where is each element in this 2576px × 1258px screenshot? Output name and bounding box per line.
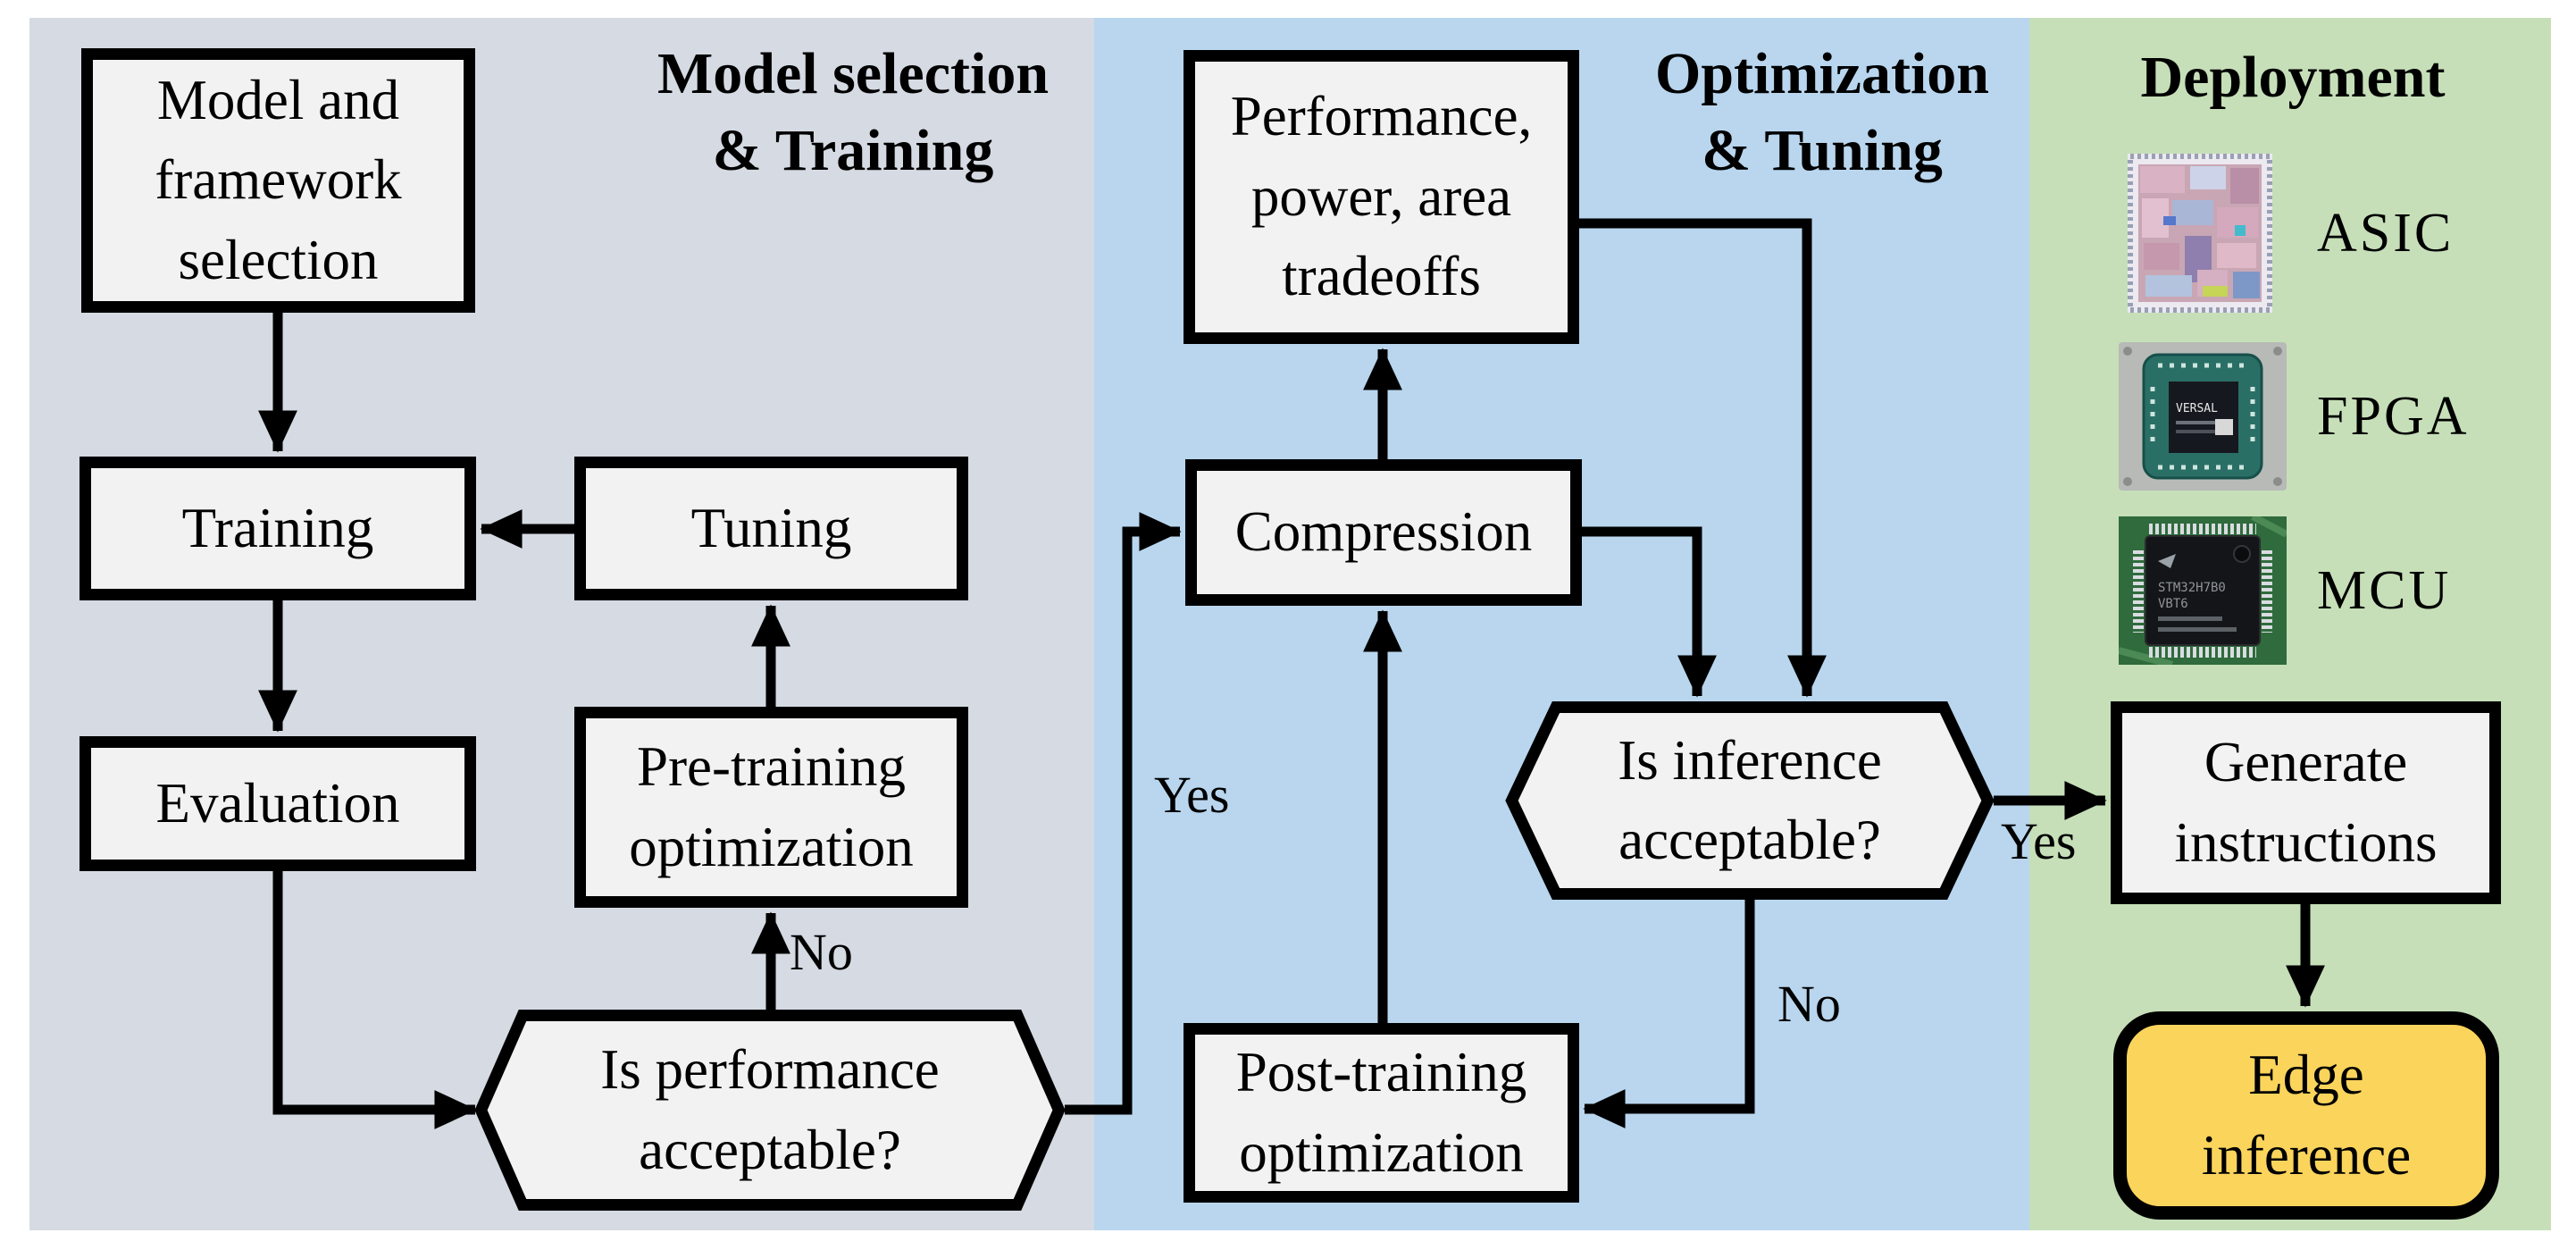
mcu-chip-text-line1: STM32H7B0 [2158,581,2226,595]
hardware-label-mcu: MCU [2317,560,2452,621]
node-tuning: Tuning [574,457,968,600]
node-generate-instructions: Generate instructions [2111,701,2501,904]
arrow-compression-to-inference-check [1582,526,1717,698]
asic-die-image [2128,154,2272,313]
decision-label: Is performance acceptable? [600,1038,940,1181]
node-label: Tuning [690,496,852,559]
node-label: Generate instructions [2174,731,2438,874]
node-compression: Compression [1185,459,1582,606]
hexagon-performance-check [474,1010,1066,1211]
node-training: Training [79,457,476,600]
node-label: Edge inference [2201,1044,2412,1187]
mcu-chip-text-line2: VBT6 [2158,597,2188,611]
arrow-yes-to-compression [1065,512,1182,1115]
node-performance-power-area-tradeoffs: Performance, power, area tradeoffs [1183,50,1579,344]
section-header-deployment: Deployment [2140,45,2446,110]
node-label: Compression [1234,500,1533,564]
node-post-training-optimization: Post-training optimization [1183,1023,1579,1203]
branch-label-inference-no: No [1777,975,1841,1033]
arrow-no-to-posttraining [1583,900,1755,1128]
node-evaluation: Evaluation [79,736,476,871]
hardware-label-asic: ASIC [2317,203,2455,264]
node-model-framework-selection: Model and framework selection [81,48,475,313]
node-label: Post-training optimization [1235,1041,1527,1184]
hardware-label-fpga: FPGA [2317,386,2470,447]
hexagon-inference-check [1505,701,1995,900]
arrow-tradeoffs-to-inference-check [1579,218,1827,698]
node-pre-training-optimization: Pre-training optimization [574,707,968,908]
node-edge-inference: Edge inference [2113,1011,2499,1220]
section-header-model-selection-training: Model selection & Training [657,41,1050,183]
branch-label-performance-no: No [790,923,853,981]
node-label: Evaluation [155,771,400,834]
node-label: Model and framework selection [155,68,402,291]
decision-label: Is inference acceptable? [1618,728,1882,871]
branch-label-performance-yes: Yes [1154,766,1230,824]
fpga-chip-image: VERSAL [2119,342,2287,491]
mcu-chip-image: STM32H7B0 VBT6 [2119,516,2287,665]
node-label: Pre-training optimization [629,735,914,878]
section-header-optimization-tuning: Optimization & Tuning [1655,41,1989,183]
node-label: Performance, power, area tradeoffs [1230,85,1533,308]
fpga-chip-text: VERSAL [2176,402,2218,415]
node-label: Training [181,496,374,559]
decision-is-performance-acceptable: Is performance acceptable? [475,1010,1065,1211]
branch-label-inference-yes: Yes [2001,812,2077,870]
decision-is-inference-acceptable: Is inference acceptable? [1506,701,1994,900]
arrow-evaluation-to-performance-check [272,866,477,1129]
